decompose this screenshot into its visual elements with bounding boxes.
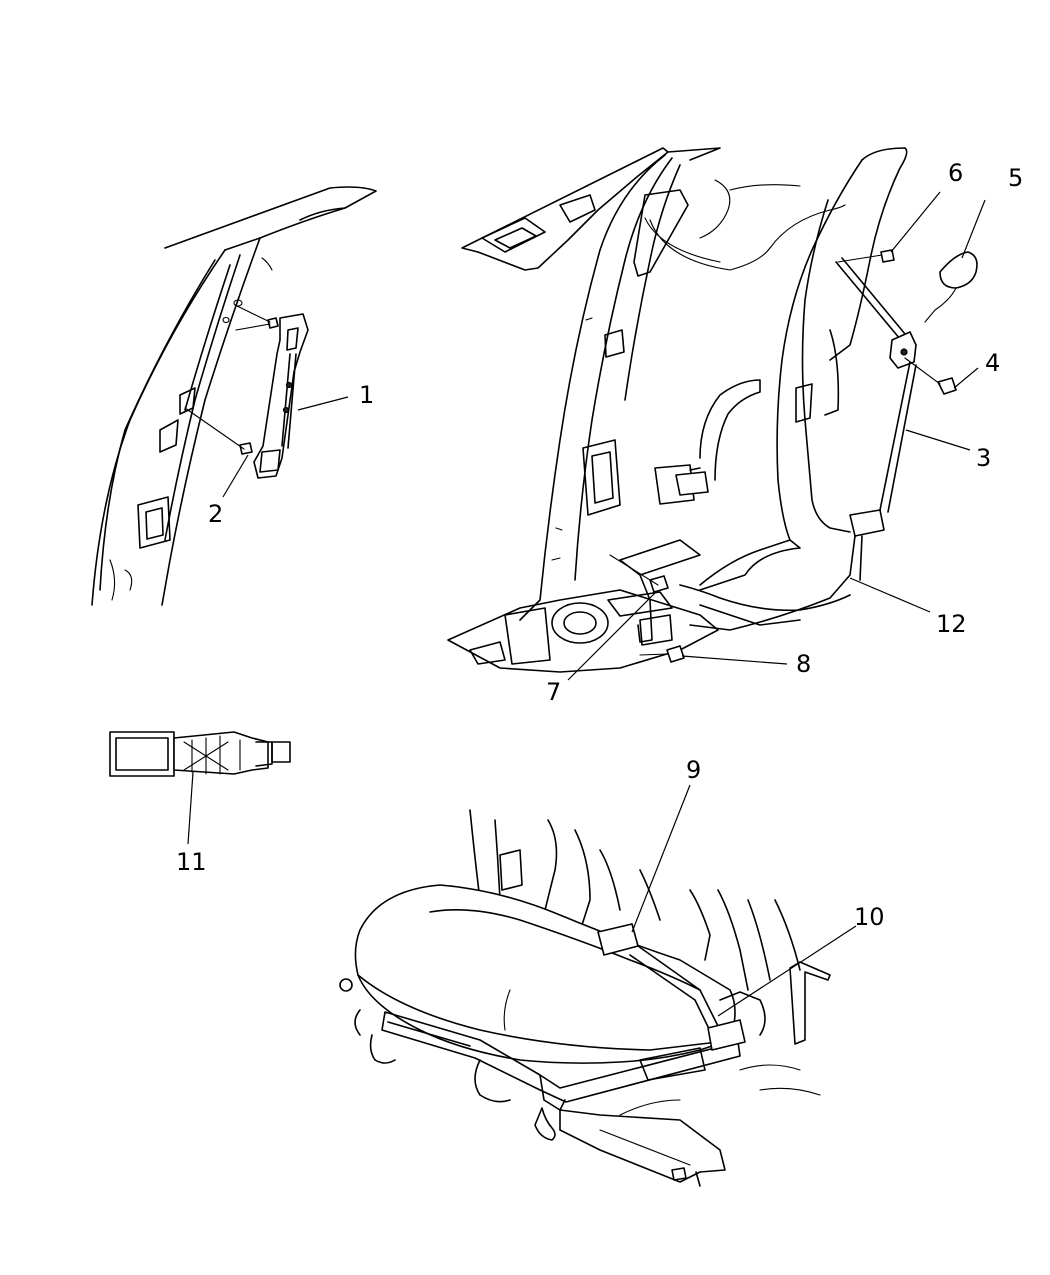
callout-6: 6 xyxy=(948,159,963,187)
callout-10: 10 xyxy=(854,903,885,931)
trim-cap xyxy=(939,251,978,289)
callout-12: 12 xyxy=(936,610,967,638)
b-pillar-view xyxy=(447,147,978,673)
anchor-bolt xyxy=(937,377,957,395)
callout-labels: 1 2 3 4 5 6 7 8 9 10 11 12 xyxy=(176,159,1023,931)
anchor-bolt xyxy=(666,645,685,663)
leader-lines xyxy=(187,191,986,1017)
callout-5: 5 xyxy=(1008,164,1023,192)
buckle-view xyxy=(109,731,291,777)
a-pillar-view xyxy=(91,186,377,606)
seat-belt-buckle-assembly xyxy=(597,923,746,1051)
callout-3: 3 xyxy=(976,444,991,472)
callout-11: 11 xyxy=(176,848,207,876)
clip xyxy=(880,249,895,263)
turning-loop xyxy=(889,331,917,369)
seat-view xyxy=(339,809,831,1187)
callout-1: 1 xyxy=(359,381,374,409)
anchor-bolt xyxy=(649,575,669,593)
callout-4: 4 xyxy=(985,349,1000,377)
seat-belt-buckle xyxy=(109,731,291,777)
callout-8: 8 xyxy=(796,650,811,678)
callout-9: 9 xyxy=(686,756,701,784)
callout-7: 7 xyxy=(546,678,561,706)
callout-2: 2 xyxy=(208,500,223,528)
height-adjuster xyxy=(253,313,309,479)
adjuster-bolt xyxy=(239,317,279,455)
